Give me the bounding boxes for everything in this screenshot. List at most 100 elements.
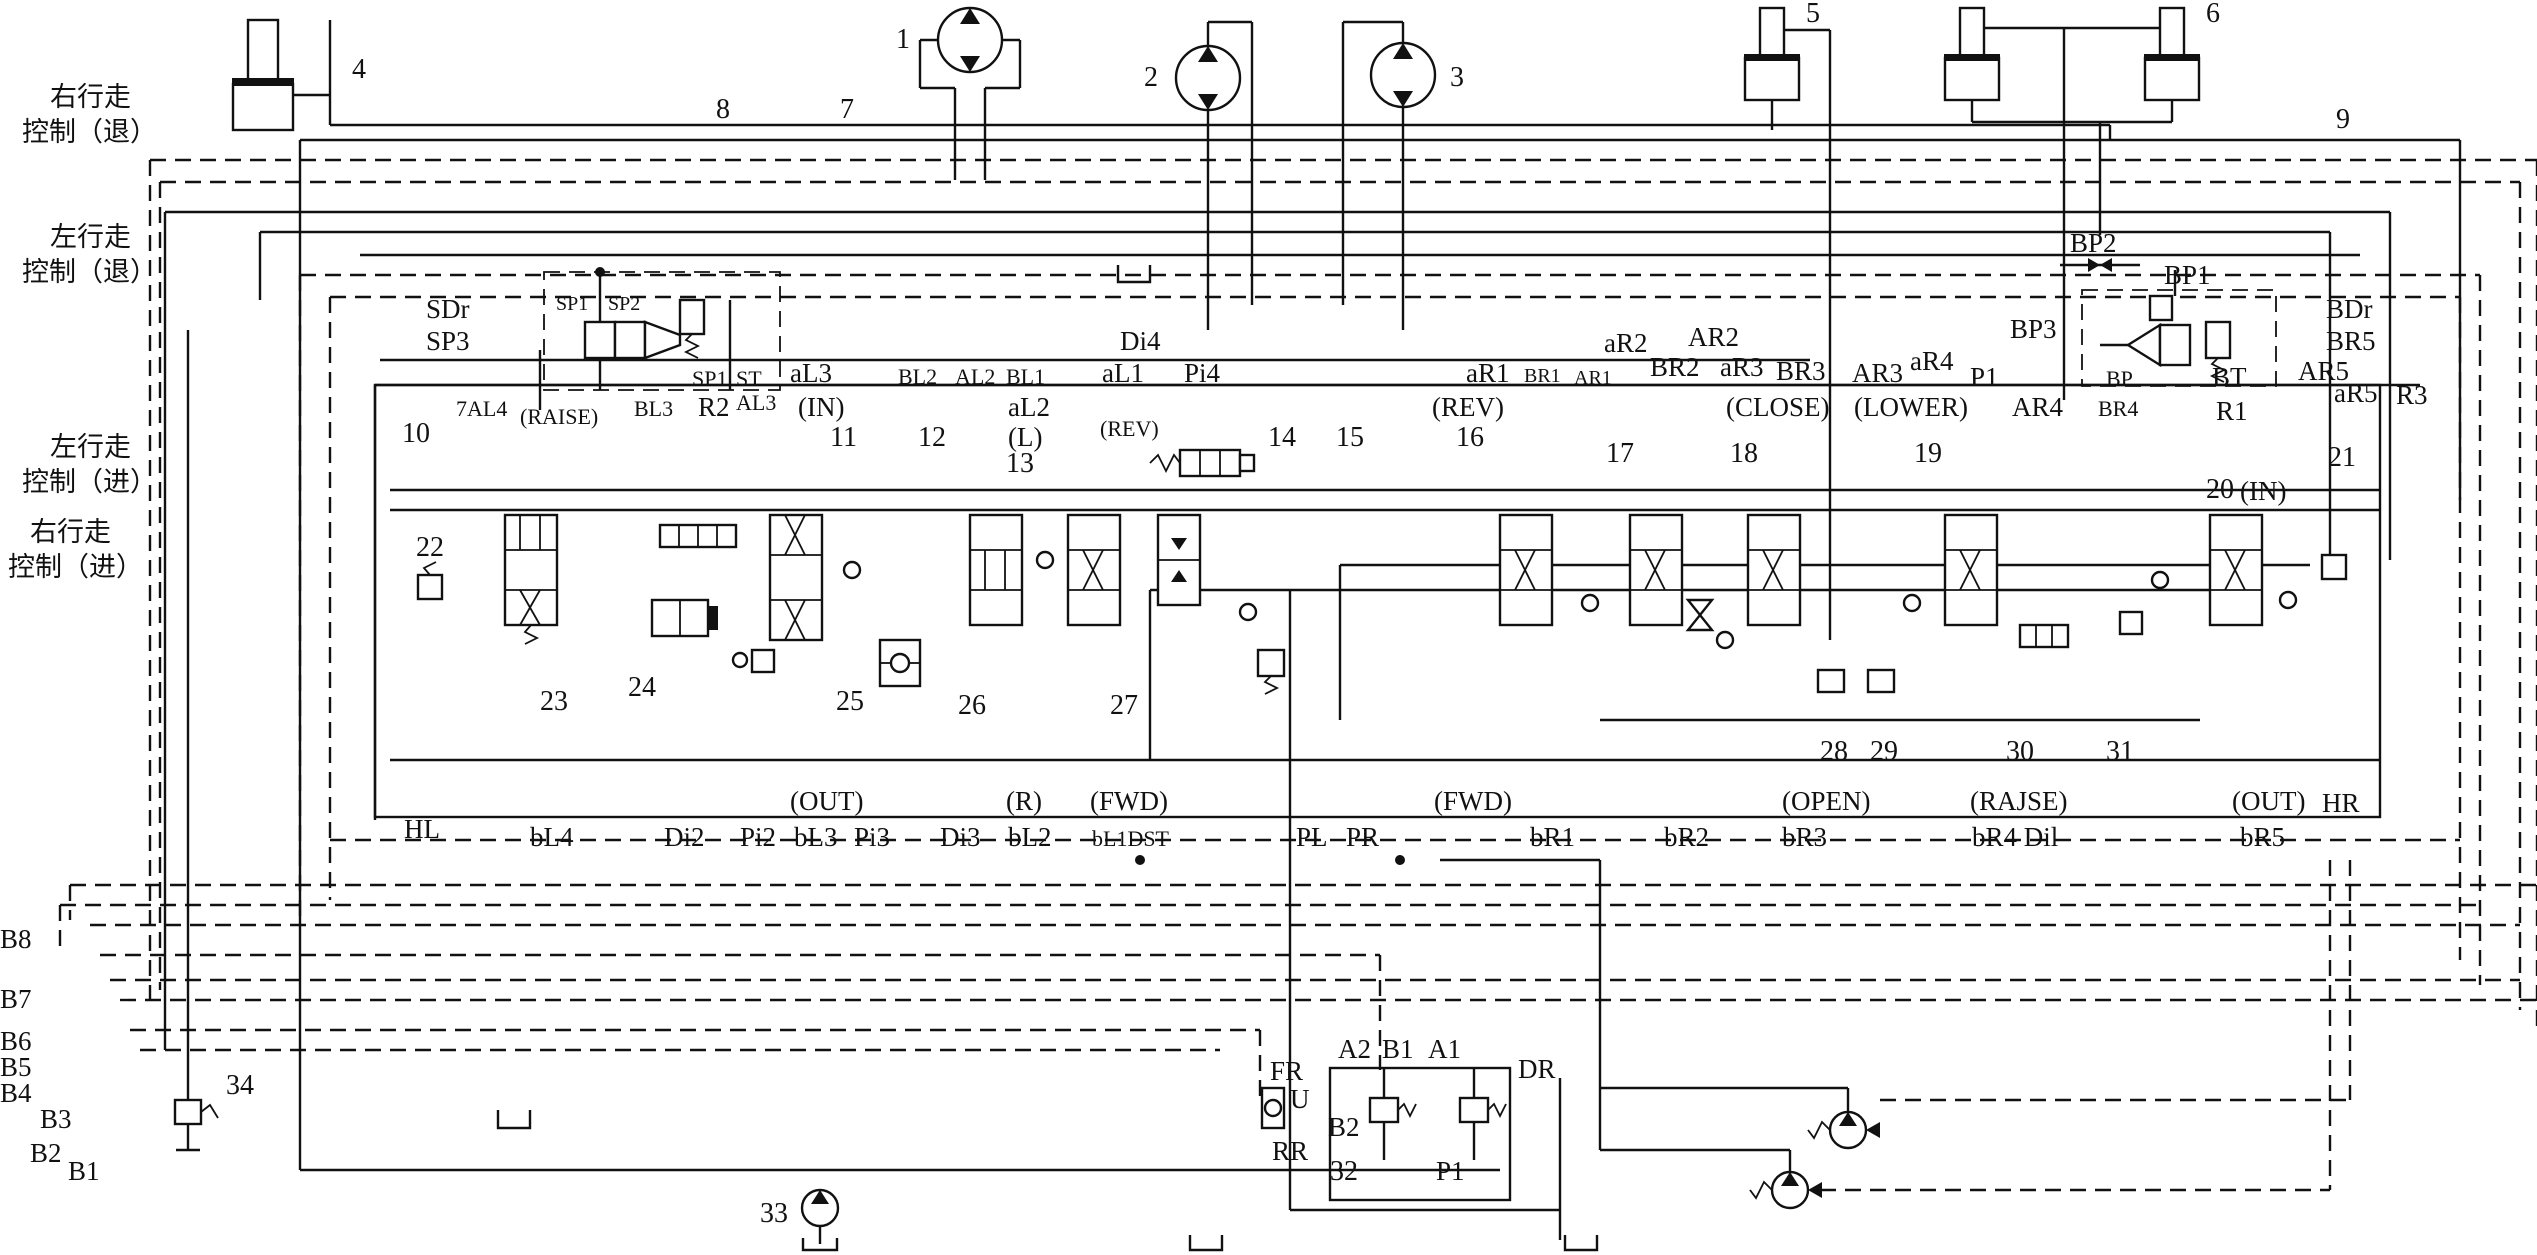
port-rev-2: (REV) bbox=[1432, 392, 1504, 422]
lower-component-labels: 23 24 25 26 27 28 29 30 31 bbox=[540, 672, 2134, 767]
port-b1-valve: B1 bbox=[1382, 1034, 1414, 1064]
port-ar1: AR1 bbox=[1574, 367, 1612, 389]
port-bl1: BL1 bbox=[1006, 364, 1045, 389]
port-fr: FR bbox=[1270, 1056, 1303, 1086]
label-3: 3 bbox=[1450, 62, 1464, 93]
spool-valve-17 bbox=[1628, 513, 1684, 627]
label-28: 28 bbox=[1820, 736, 1848, 767]
label-26: 26 bbox=[958, 690, 986, 721]
relief-valve-15 bbox=[1238, 602, 1286, 695]
label-13: 13 bbox=[1006, 448, 1034, 479]
spool-valve-16 bbox=[1498, 513, 1554, 627]
label-6: 6 bbox=[2206, 0, 2220, 29]
label-19: 19 bbox=[1914, 438, 1942, 469]
motor-1 bbox=[918, 6, 1022, 180]
port-di4: Di4 bbox=[1120, 326, 1161, 356]
port-pr: PR bbox=[1346, 822, 1379, 852]
motor-2 bbox=[1174, 20, 1254, 330]
port-b2: B2 bbox=[30, 1138, 62, 1168]
valve-30 bbox=[2018, 623, 2070, 649]
pilot-lines-bottom bbox=[58, 838, 2537, 1192]
port-br2-lower: bR2 bbox=[1664, 822, 1709, 852]
valve-34 bbox=[173, 330, 219, 1152]
label-31: 31 bbox=[2106, 736, 2134, 767]
port-sdr: SDr bbox=[426, 294, 470, 324]
label-22: 22 bbox=[416, 532, 444, 563]
label-29: 29 bbox=[1870, 736, 1898, 767]
lower-port-labels: HL bL4 Di2 Pi2 (OUT) bL3 Pi3 Di3 (R) bL2… bbox=[404, 786, 2360, 852]
pump-33 bbox=[800, 1188, 840, 1252]
port-br1-lower: bR1 bbox=[1530, 822, 1575, 852]
port-b6: B6 bbox=[0, 1026, 32, 1056]
port-br2: BR2 bbox=[1650, 352, 1700, 382]
port-bp3: BP3 bbox=[2010, 314, 2057, 344]
port-al1: aL1 bbox=[1102, 358, 1144, 388]
label-7: 7 bbox=[840, 94, 854, 125]
label-20: 20 bbox=[2206, 474, 2234, 505]
port-open: (OPEN) bbox=[1782, 786, 1871, 816]
port-br5: BR5 bbox=[2326, 326, 2376, 356]
valve-23-24 bbox=[650, 523, 738, 638]
port-bp2: BP2 bbox=[2070, 228, 2117, 258]
port-b1: B1 bbox=[68, 1156, 100, 1186]
relief-valve-22 bbox=[416, 561, 444, 601]
port-br3-lower: bR3 bbox=[1782, 822, 1827, 852]
label-left-travel-reverse-2: 控制（退） bbox=[22, 257, 157, 288]
port-b8: B8 bbox=[0, 924, 32, 954]
label-left-travel-reverse-1: 左行走 bbox=[50, 222, 131, 253]
solenoid-valve-14 bbox=[1149, 448, 1256, 478]
port-al3-lower: aL3 bbox=[790, 358, 832, 388]
spool-valve-13 bbox=[1066, 513, 1122, 627]
port-b3: B3 bbox=[40, 1104, 72, 1134]
port-bp: BP bbox=[2106, 366, 2133, 391]
port-ar2: AR2 bbox=[1688, 322, 1739, 352]
port-sp1-b: SP1 bbox=[692, 366, 727, 391]
label-left-travel-forward-1: 左行走 bbox=[50, 432, 131, 463]
port-fwd: (FWD) bbox=[1090, 786, 1168, 816]
left-labels: 右行走 控制（退） 左行走 控制（退） 左行走 控制（进） 右行走 控制（进） bbox=[8, 82, 157, 583]
label-8: 8 bbox=[716, 94, 730, 125]
check-valves bbox=[842, 550, 2298, 865]
port-ar5-lower: aR5 bbox=[2334, 378, 2378, 408]
port-l: (L) bbox=[1008, 422, 1042, 452]
return-lines bbox=[298, 140, 1602, 1240]
label-21: 21 bbox=[2328, 442, 2356, 473]
port-lower: (LOWER) bbox=[1854, 392, 1968, 422]
label-right-travel-reverse-2: 控制（退） bbox=[22, 117, 157, 148]
motor-3 bbox=[1341, 20, 1437, 330]
subcircuit-8 bbox=[543, 267, 781, 391]
label-24: 24 bbox=[628, 672, 656, 703]
spool-valve-12 bbox=[968, 513, 1024, 627]
port-bl4: bL4 bbox=[530, 822, 574, 852]
cylinder-6 bbox=[1943, 6, 2201, 400]
port-ar4: AR4 bbox=[2012, 392, 2064, 422]
port-di2: Di2 bbox=[664, 822, 705, 852]
port-bl1dst: bL1DST bbox=[1092, 826, 1170, 851]
upper-component-labels: 8 7 9 10 11 12 13 14 15 16 17 18 19 20 2… bbox=[402, 94, 2356, 563]
label-1: 1 bbox=[896, 24, 910, 55]
port-br4-dil: bR4 Dil bbox=[1972, 822, 2058, 852]
label-34: 34 bbox=[226, 1070, 254, 1101]
port-pl: PL bbox=[1296, 822, 1328, 852]
port-br3: BR3 bbox=[1776, 356, 1826, 386]
port-al4: 7AL4 bbox=[456, 396, 507, 421]
port-ar5: AR5 bbox=[2298, 356, 2349, 386]
port-b7: B7 bbox=[0, 984, 32, 1014]
pilot-valve-block-32 bbox=[1260, 1066, 1512, 1202]
port-p1-top: P1 bbox=[1970, 362, 1999, 392]
label-right-travel-forward-2: 控制（进） bbox=[8, 552, 143, 583]
port-rev: (REV) bbox=[1100, 416, 1159, 441]
port-a2: A2 bbox=[1338, 1034, 1371, 1064]
upper-port-labels: SDr SP3 SP1 SP2 SP1 ST R2 AL3 BL3 (RAISE… bbox=[426, 228, 2428, 506]
valve-31 bbox=[2118, 570, 2170, 636]
pump-lower bbox=[1600, 1148, 1822, 1210]
port-r1: R1 bbox=[2216, 396, 2248, 426]
label-right-travel-forward-1: 右行走 bbox=[30, 517, 111, 548]
label-15: 15 bbox=[1336, 422, 1364, 453]
port-al3: AL3 bbox=[736, 390, 776, 415]
tank-symbols bbox=[496, 265, 1599, 1252]
port-bl2-lower: bL2 bbox=[1008, 822, 1052, 852]
port-ar3: AR3 bbox=[1852, 358, 1903, 388]
relief-valve-21 bbox=[2320, 553, 2348, 581]
